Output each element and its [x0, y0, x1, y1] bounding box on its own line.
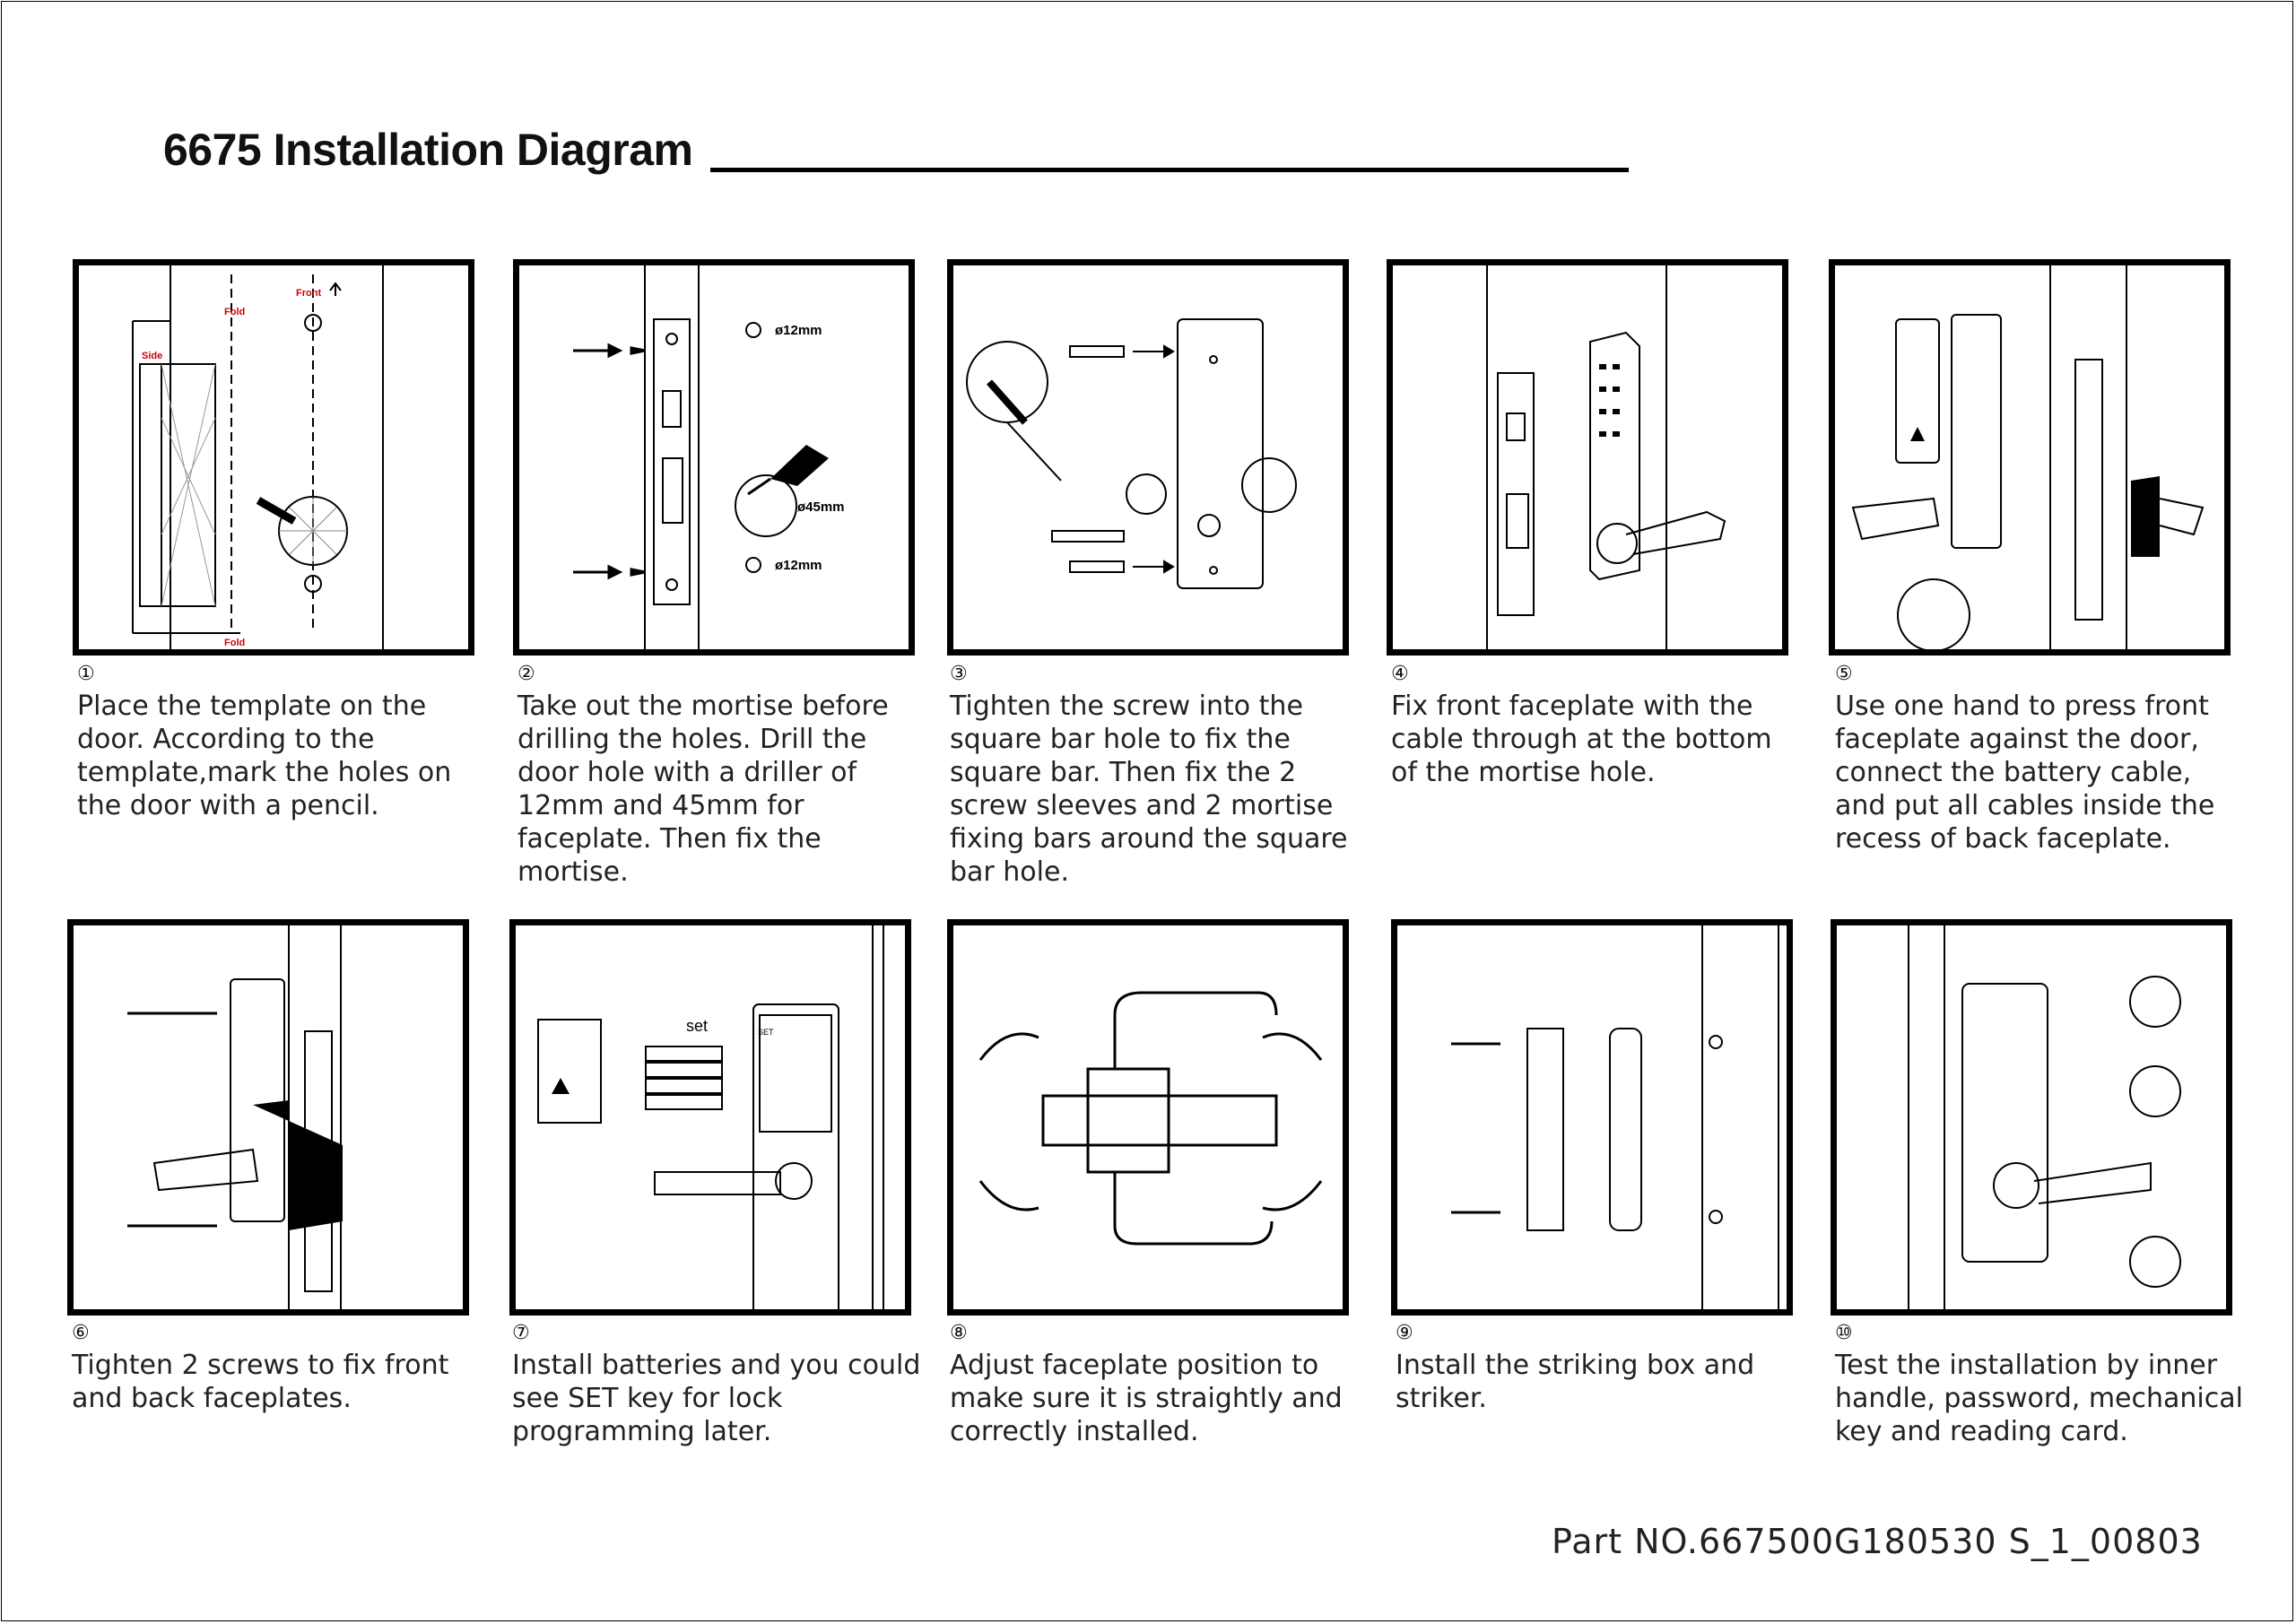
template-drawing: Fold Front Side Fold — [132, 265, 384, 649]
step-8-illustration — [947, 919, 1349, 1316]
label-fold-top: Fold — [224, 307, 245, 317]
step-5-illustration — [1829, 259, 2231, 656]
step-text: Use one hand to press front faceplate ag… — [1835, 690, 2215, 855]
step-number: ④ — [1391, 663, 1409, 685]
step-4-caption: ④ Fix front faceplate with the cable thr… — [1391, 664, 1804, 789]
step-7-illustration: set SET — [509, 919, 911, 1316]
label-set-key: SET — [758, 1028, 774, 1037]
step-5-caption: ⑤ Use one hand to press front faceplate … — [1835, 664, 2248, 855]
step-text: Install batteries and you could see SET … — [512, 1350, 921, 1447]
step-text: Install the striking box and striker. — [1396, 1350, 1755, 1414]
step-2-caption: ② Take out the mortise before drilling t… — [517, 664, 930, 889]
step-9-caption: ⑨ Install the striking box and striker. — [1396, 1324, 1808, 1415]
label-12mm-top: ø12mm — [775, 323, 822, 338]
step-text: Adjust faceplate position to make sure i… — [950, 1350, 1343, 1447]
step-10-caption: ⑩ Test the installation by inner handle,… — [1835, 1324, 2248, 1448]
step-number: ⑩ — [1835, 1322, 1853, 1344]
title-underline — [710, 168, 1629, 172]
step-number: ⑧ — [950, 1322, 968, 1344]
step-text: Test the installation by inner handle, p… — [1835, 1350, 2243, 1447]
step-9-illustration — [1391, 919, 1793, 1316]
step-1-caption: ① Place the template on the door. Accord… — [77, 664, 490, 822]
step-6-caption: ⑥ Tighten 2 screws to fix front and back… — [72, 1324, 484, 1415]
label-12mm-bottom: ø12mm — [775, 558, 822, 573]
step-4-illustration — [1387, 259, 1788, 656]
part-number: Part NO.667500G180530 S_1_00803 — [1552, 1522, 2203, 1561]
label-45mm: ø45mm — [797, 499, 845, 515]
step-number: ③ — [950, 663, 968, 685]
step-number: ⑤ — [1835, 663, 1853, 685]
label-front: Front — [296, 288, 321, 299]
step-8-caption: ⑧ Adjust faceplate position to make sure… — [950, 1324, 1362, 1448]
step-number: ⑦ — [512, 1322, 530, 1344]
label-fold-bottom: Fold — [224, 638, 245, 648]
step-number: ⑨ — [1396, 1322, 1413, 1344]
step-10-illustration — [1831, 919, 2232, 1316]
step-number: ⑥ — [72, 1322, 90, 1344]
step-text: Fix front faceplate with the cable throu… — [1391, 690, 1772, 788]
step-number: ① — [77, 663, 95, 685]
step-3-caption: ③ Tighten the screw into the square bar … — [950, 664, 1362, 889]
step-text: Take out the mortise before drilling the… — [517, 690, 889, 888]
step-7-caption: ⑦ Install batteries and you could see SE… — [512, 1324, 925, 1448]
step-2-illustration: ø12mm ø45mm ø12mm — [513, 259, 915, 656]
label-side: Side — [142, 351, 162, 361]
page-title: 6675 Installation Diagram — [163, 125, 693, 175]
step-text: Place the template on the door. Accordin… — [77, 690, 452, 821]
step-6-illustration — [67, 919, 469, 1316]
step-1-illustration: Fold Front Side Fold — [73, 259, 474, 656]
step-text: Tighten 2 screws to fix front and back f… — [72, 1350, 449, 1414]
label-set: set — [686, 1017, 708, 1035]
step-text: Tighten the screw into the square bar ho… — [950, 690, 1348, 888]
step-3-illustration — [947, 259, 1349, 656]
step-number: ② — [517, 663, 535, 685]
